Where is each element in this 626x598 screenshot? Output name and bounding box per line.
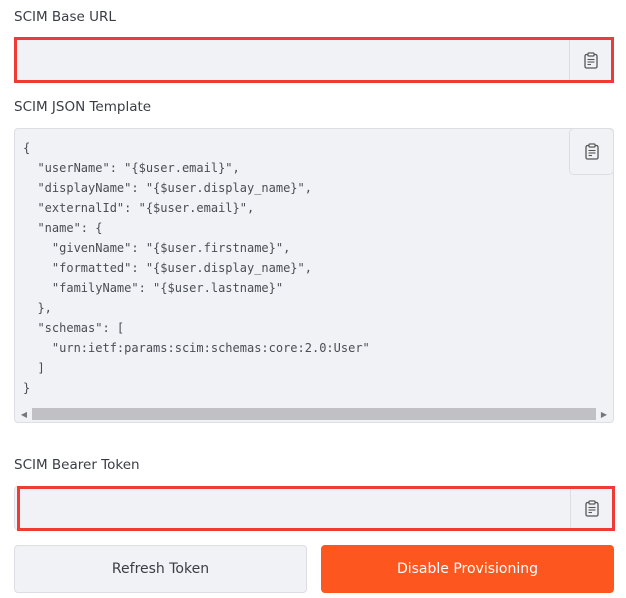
scim-base-url-label: SCIM Base URL: [14, 9, 116, 25]
scim-bearer-token-field[interactable]: [14, 486, 614, 530]
clipboard-icon: [585, 499, 599, 517]
disable-provisioning-button[interactable]: Disable Provisioning: [321, 545, 614, 593]
scim-json-template-label: SCIM JSON Template: [14, 99, 152, 115]
copy-base-url-button[interactable]: [569, 39, 612, 81]
clipboard-icon: [584, 51, 598, 69]
copy-json-template-button[interactable]: [569, 128, 614, 175]
scroll-right-arrow-icon[interactable]: ▶: [600, 409, 608, 419]
scrollbar-track[interactable]: [32, 408, 596, 420]
scrollbar-thumb[interactable]: [32, 408, 596, 420]
scim-base-url-field[interactable]: [14, 38, 613, 82]
scim-json-template-editor[interactable]: { "userName": "{$user.email}", "displayN…: [14, 128, 614, 423]
copy-bearer-token-button[interactable]: [570, 487, 613, 529]
scim-bearer-token-label: SCIM Bearer Token: [14, 457, 140, 473]
horizontal-scrollbar[interactable]: ◀ ▶: [16, 407, 612, 421]
scroll-left-arrow-icon[interactable]: ◀: [20, 409, 28, 419]
refresh-token-button[interactable]: Refresh Token: [14, 545, 307, 593]
clipboard-icon: [584, 143, 599, 160]
json-template-code[interactable]: { "userName": "{$user.email}", "displayN…: [23, 141, 370, 395]
